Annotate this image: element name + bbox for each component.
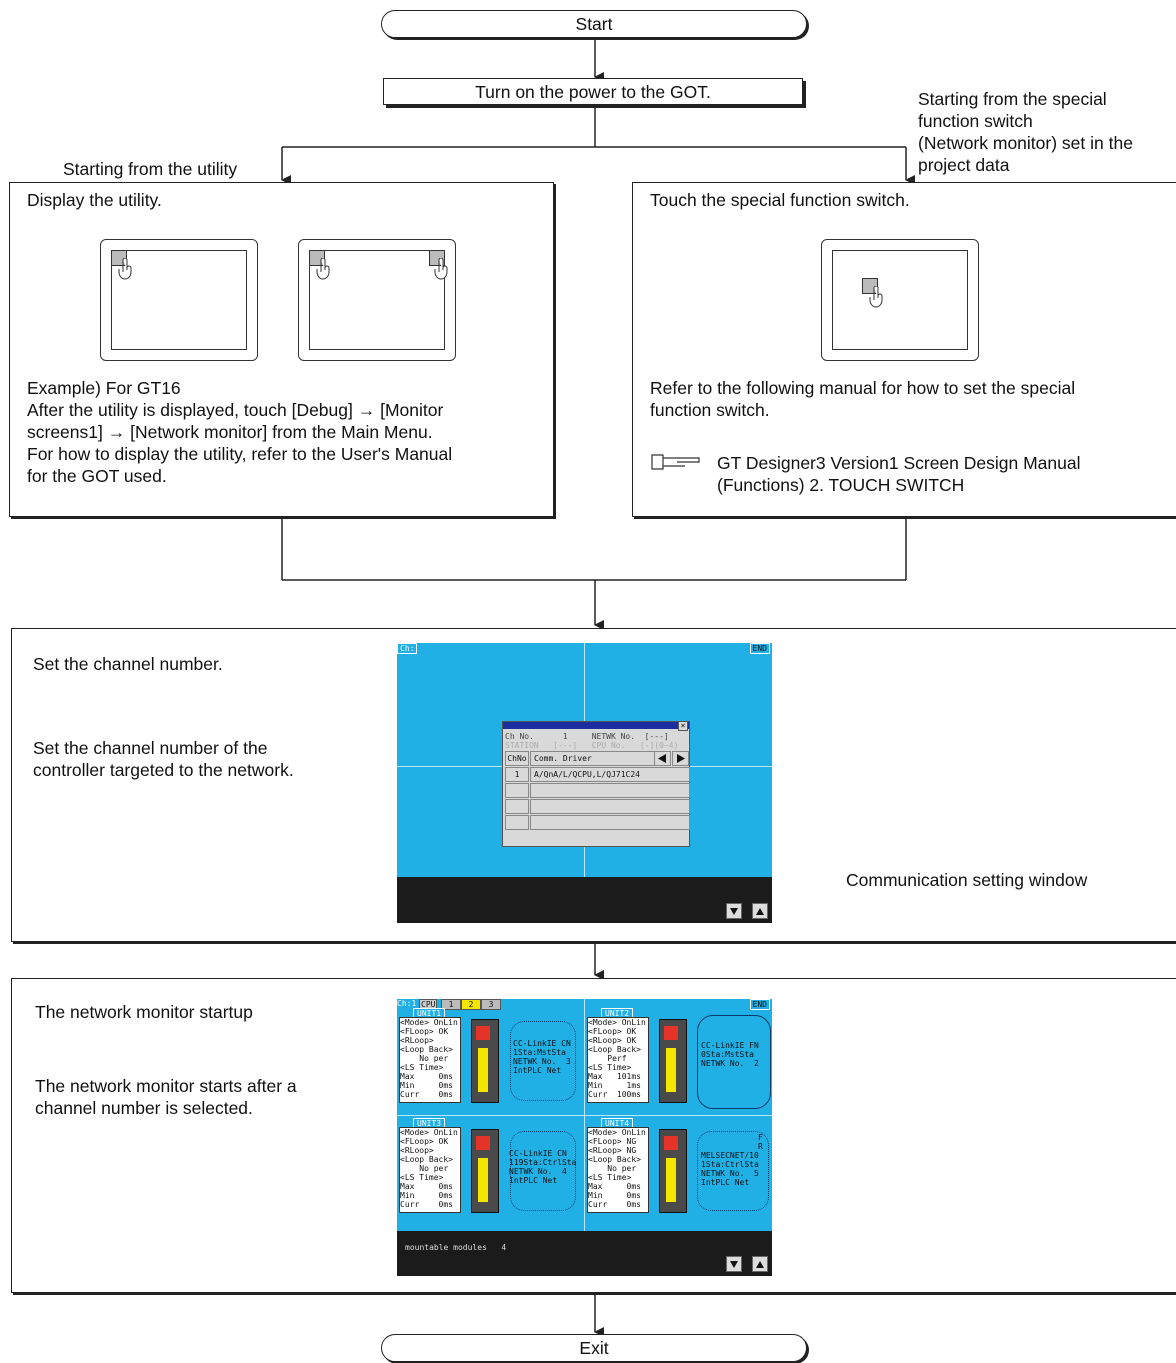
screen-bottom-bar [397,877,772,923]
exit-terminator: Exit [381,1334,807,1362]
scroll-up-button[interactable] [752,903,768,919]
unit-status-text: <Mode> OnLin <FLoop> OK <RLoop> <Loop Ba… [400,1018,458,1099]
scroll-down-button[interactable] [726,1256,742,1272]
utility-box: Display the utility. Example) For GT16 A… [9,182,554,517]
table-row-chno[interactable] [505,815,529,830]
special-switch-title: Touch the special function switch. [650,190,910,210]
unit-info-panel: <Mode> OnLin <FLoop> OK <RLoop> OK <Loop… [587,1017,649,1103]
channel-step-description: Set the channel number of the controller… [33,738,294,780]
monitor-step-box: The network monitor startup The network … [11,978,1176,1293]
dialog-titlebar [503,722,689,729]
callout-label: Communication setting window [846,870,1088,890]
tab-1[interactable]: 1 [441,999,461,1010]
exit-label: Exit [579,1338,609,1358]
got-screen-illustration [821,239,979,361]
scroll-down-button[interactable] [726,903,742,919]
network-diagram [697,1131,769,1211]
utility-title: Display the utility. [27,190,162,210]
table-row-chno[interactable]: 1 [505,767,529,782]
network-diagram [510,1021,576,1101]
network-module-icon [471,1129,499,1213]
footer-status: mountable modules 4 [405,1243,507,1252]
pointing-hand-icon [651,454,700,470]
finger-icon [434,258,448,280]
loop-marker: F R [758,1133,763,1151]
got-screen-illustration [100,239,258,361]
finger-icon [316,258,330,280]
manual-reference: GT Designer3 Version1 Screen Design Manu… [717,453,1081,495]
finger-icon [869,286,883,308]
table-row-driver[interactable]: A/QnA/L/QCPU,L/QJ71C24 [530,767,690,782]
channel-step-box: Set the channel number. Set the channel … [11,628,1176,942]
table-row-chno[interactable] [505,799,529,814]
tab-2[interactable]: 2 [461,999,481,1010]
network-module-icon [659,1019,687,1103]
network-info: CC-LinkIE CN 1Sta:MstSta NETWK No. 3 Int… [513,1039,571,1075]
end-button[interactable]: END [749,643,770,654]
utility-body: Example) For GT16 After the utility is d… [27,378,453,486]
unit-status-text: <Mode> OnLin <FLoop> NG <RLoop> NG <Loop… [588,1128,646,1209]
table-row-driver[interactable] [530,815,690,830]
branch-right-label: Starting from the special function switc… [918,89,1133,175]
channel-step-title: Set the channel number. [33,654,223,674]
monitor-step-title: The network monitor startup [35,1002,253,1022]
screen-bottom-bar: mountable modules 4 [397,1231,772,1276]
network-info: CC-LinkIE CN 119Sta:CtrlSta NETWK No. 4 … [509,1149,577,1185]
start-label: Start [575,14,613,34]
col-driver-header: Comm. Driver [530,751,655,766]
network-monitor-screen: Ch:1 CPU 1 2 3 END UNIT1 <Mode> OnLin <F… [397,999,772,1276]
unit-info-panel: <Mode> OnLin <FLoop> OK <RLoop> <Loop Ba… [399,1017,461,1103]
table-row-driver[interactable] [530,783,690,798]
dialog-channel-row: Ch No. 1 NETWK No. [---] [505,732,669,741]
channel-setting-screen: Ch: END × Ch No. 1 NETWK No. [---] STATI… [397,643,772,923]
network-module-icon [471,1019,499,1103]
network-info: CC-LinkIE FN 0Sta:MstSta NETWK No. 2 [701,1041,759,1068]
finger-icon [118,258,132,280]
table-row-chno[interactable] [505,783,529,798]
close-icon[interactable]: × [678,721,688,731]
network-module-icon [659,1129,687,1213]
next-arrow-button[interactable] [672,751,689,766]
dialog-station-row: STATION [---] CPU No. [-](0~4) [505,741,679,750]
table-row-driver[interactable] [530,799,690,814]
network-info: MELSECNET/10 1Sta:CtrlSta NETWK No. 5 In… [701,1151,759,1187]
network-diagram [510,1131,576,1211]
unit-info-panel: <Mode> OnLin <FLoop> NG <RLoop> NG <Loop… [587,1127,649,1213]
monitor-step-description: The network monitor starts after a chann… [35,1076,297,1118]
special-switch-body: Refer to the following manual for how to… [650,378,1076,420]
unit-status-text: <Mode> OnLin <FLoop> OK <RLoop> <Loop Ba… [400,1128,458,1209]
scroll-up-button[interactable] [752,1256,768,1272]
prev-arrow-button[interactable] [654,751,671,766]
end-button[interactable]: END [749,999,770,1010]
start-terminator: Start [381,10,807,38]
power-on-label: Turn on the power to the GOT. [475,82,711,102]
tab-3[interactable]: 3 [481,999,501,1010]
monitor-ch-tag: Ch:1 [397,999,417,1008]
col-chno-header: ChNo [505,751,529,766]
power-on-step: Turn on the power to the GOT. [383,78,803,105]
network-diagram [697,1015,771,1109]
ch-tag: Ch: [397,643,418,654]
got-screen-illustration [298,239,456,361]
branch-left-label: Starting from the utility [63,159,238,179]
unit-info-panel: <Mode> OnLin <FLoop> OK <RLoop> <Loop Ba… [399,1127,461,1213]
communication-setting-dialog: × Ch No. 1 NETWK No. [---] STATION [---]… [502,721,690,847]
unit-status-text: <Mode> OnLin <FLoop> OK <RLoop> OK <Loop… [588,1018,646,1099]
special-switch-box: Touch the special function switch. Refer… [632,182,1176,517]
